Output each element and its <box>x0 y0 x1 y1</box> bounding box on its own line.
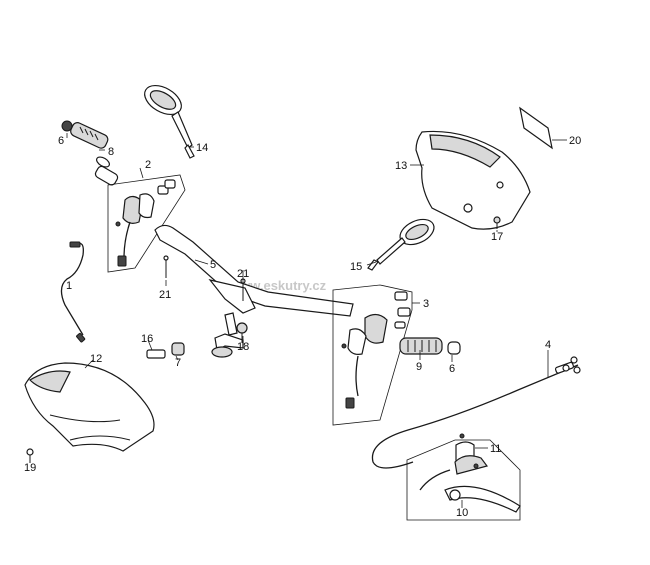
brake-cable <box>371 356 581 469</box>
bar-end-weight <box>146 342 185 359</box>
callout-4: 4 <box>545 339 551 351</box>
callout-15: 15 <box>350 261 362 273</box>
callout-8: 8 <box>108 146 114 158</box>
brake-lever-group <box>406 433 521 521</box>
callout-19: 19 <box>24 462 36 474</box>
left-switch-group <box>107 174 186 273</box>
callout-11: 11 <box>490 443 501 455</box>
callout-21-left: 21 <box>159 289 171 301</box>
throttle-cable <box>60 241 86 343</box>
callout-16: 16 <box>141 333 153 345</box>
callout-3: 3 <box>423 298 429 310</box>
front-handlebar-cover <box>24 362 155 452</box>
callout-10: 10 <box>456 507 468 519</box>
leader-lines <box>29 133 567 508</box>
callout-14: 14 <box>196 142 208 154</box>
callout-9: 9 <box>416 361 422 373</box>
callout-12: 12 <box>90 353 102 365</box>
bolt-21-left <box>163 255 169 278</box>
callout-17: 17 <box>491 231 503 243</box>
callout-5: 5 <box>210 259 216 271</box>
screw-19 <box>26 448 34 463</box>
callout-7: 7 <box>175 357 181 369</box>
bolt-18 <box>236 322 248 343</box>
callout-21-right: 21 <box>237 268 249 280</box>
callout-2: 2 <box>145 159 151 171</box>
callout-6-left: 6 <box>58 135 64 147</box>
left-mirror <box>144 84 195 159</box>
right-grip-assembly <box>399 337 461 355</box>
rear-handlebar-cover <box>415 130 531 230</box>
bracket-20 <box>519 106 553 150</box>
right-switch-group <box>332 284 413 426</box>
left-grip-assembly <box>61 120 119 186</box>
screw-17 <box>493 216 501 229</box>
right-mirror <box>367 218 435 271</box>
callout-13: 13 <box>395 160 407 172</box>
callout-20: 20 <box>569 135 581 147</box>
callout-6-right: 6 <box>449 363 455 375</box>
callout-1: 1 <box>66 280 72 292</box>
callout-18: 18 <box>237 341 249 353</box>
